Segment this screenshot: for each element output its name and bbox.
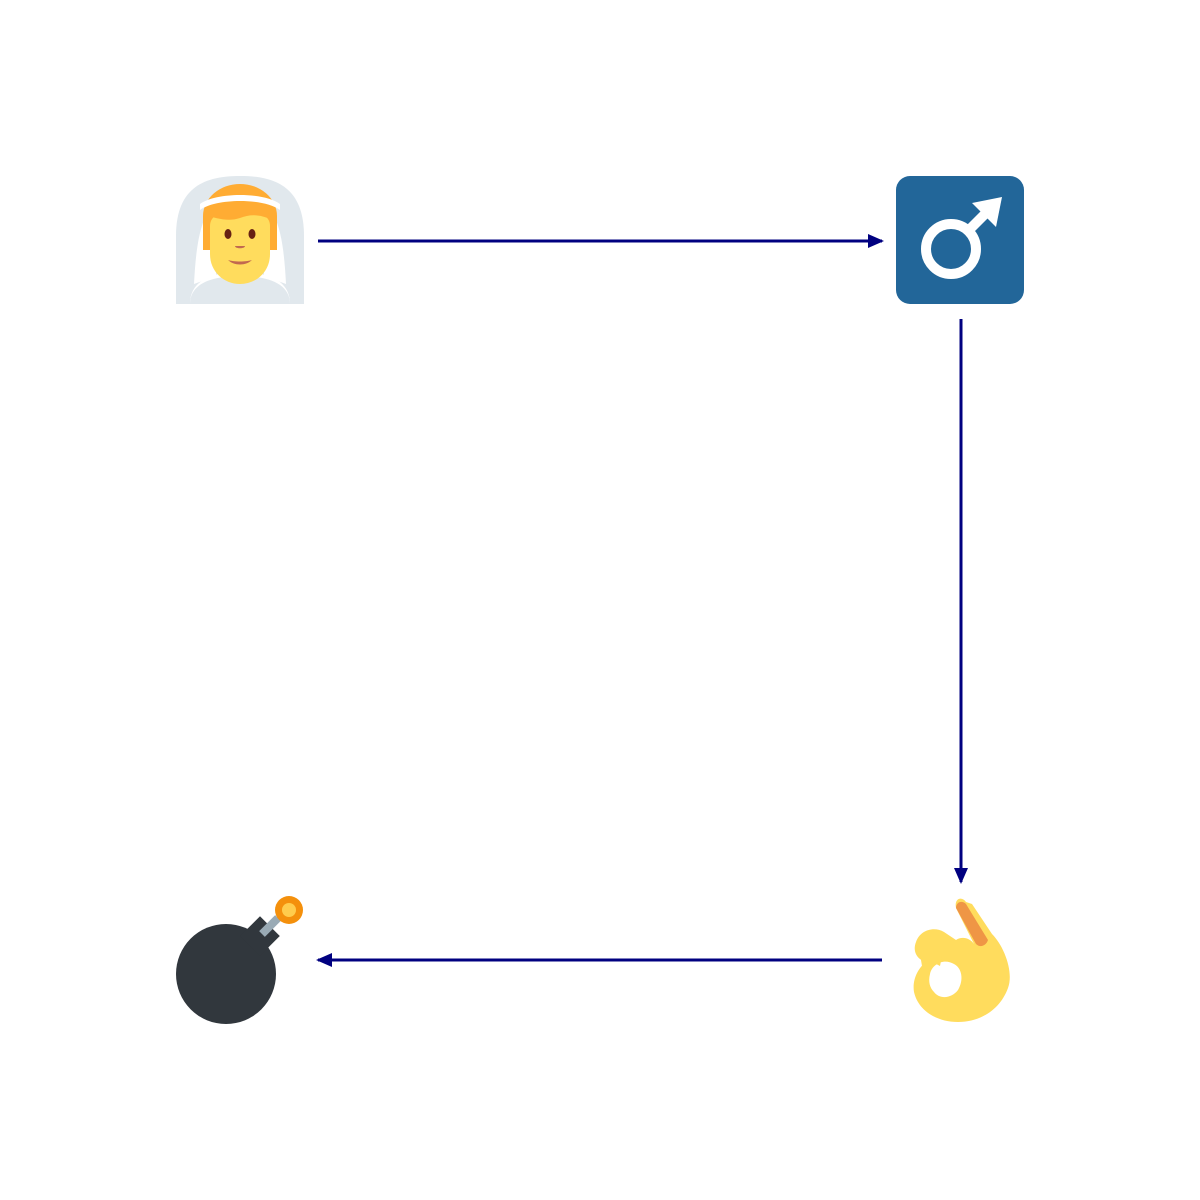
ok-hand-icon: [913, 898, 1010, 1022]
node-n1: [176, 176, 304, 304]
person-with-veil-icon: [176, 176, 304, 304]
node-n4: [176, 896, 303, 1024]
edges: [316, 234, 968, 967]
male-sign-icon: [896, 176, 1024, 304]
bomb-icon: [176, 896, 303, 1024]
node-n3: [913, 898, 1010, 1022]
node-n2: [896, 176, 1024, 304]
